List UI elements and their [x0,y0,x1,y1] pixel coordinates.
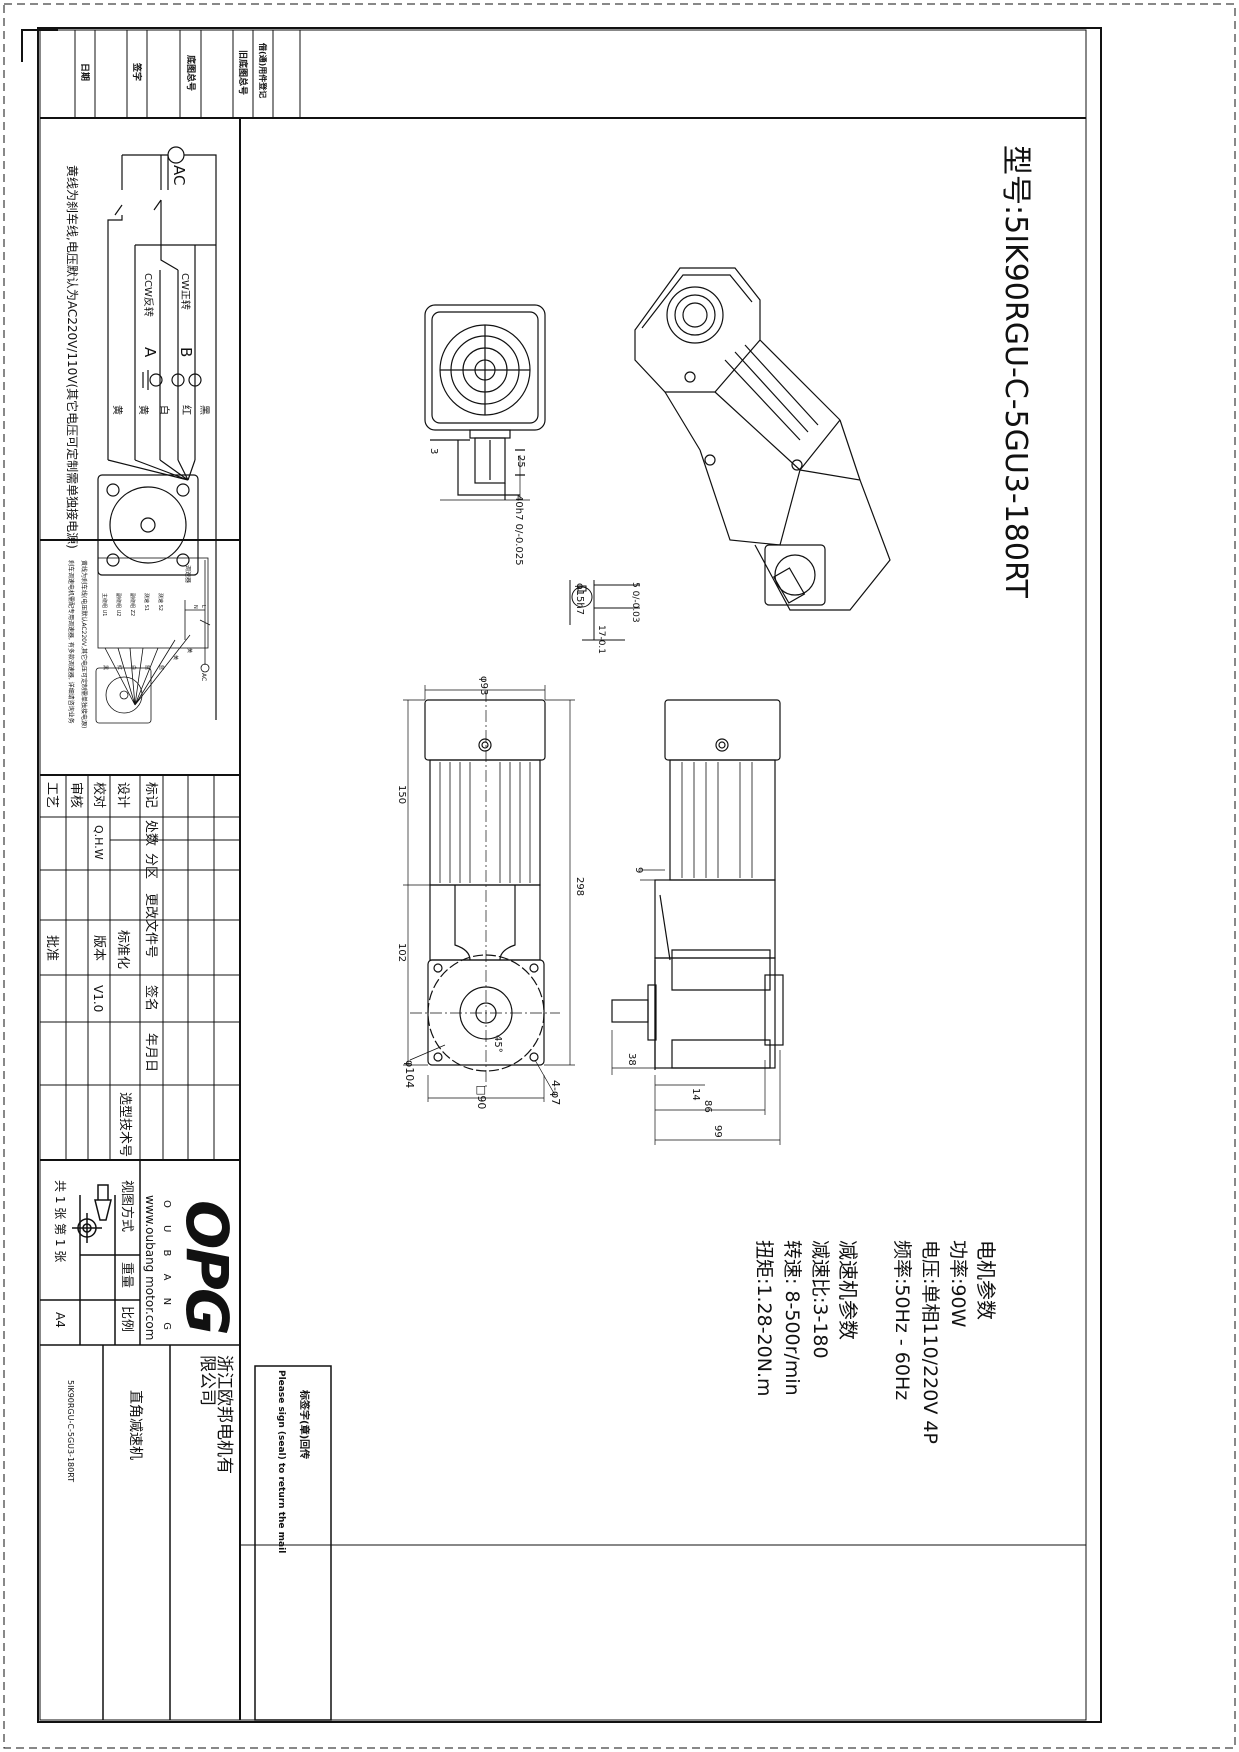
approve-label: 批准 [44,935,59,962]
margin-label-date: 日期 [79,63,89,82]
version-value: V1.0 [91,985,105,1013]
wire-color-yellow: 黄 [137,405,148,415]
role-review: 审核 [68,782,83,809]
product-name: 直角减速机 [127,1390,143,1460]
w2-color-0: 黑 [102,665,108,671]
brand-name: O U B A N G [161,1200,172,1338]
w2-color-1: 红 [116,665,122,671]
controller-label: 调速器 [184,565,191,584]
rev-header-doc-no: 更改文件号 [143,893,158,959]
model-title: 型号:5IK90RGU-C-5GU3-180RT [998,145,1033,598]
dim-total-length: 298 [574,877,585,897]
role-design: 设计 [115,782,130,809]
sheet-count: 共 1 张 第 1 张 [53,1180,67,1263]
dim-25: 25 [515,455,526,468]
wire-color-yellow-brake: 黄 [111,405,122,415]
rev-header-zone: 分区 [143,853,158,880]
return-box-cn: 标签字(章)回传 [298,1390,309,1460]
spec-ratio: 减速比:3-180 [809,1240,831,1359]
dim-9: 9 [633,867,644,874]
dim-14: 14 [690,1088,701,1101]
spec-torque: 扭矩:1.28-20N.m [753,1240,775,1397]
dim-38: 38 [626,1053,637,1066]
website[interactable]: www.oubang motor.com [143,1195,157,1341]
opg-logo: OPG [173,1200,241,1333]
margin-label-base-number: 底图总号 [185,55,195,92]
ccw-label: CCW反转 [142,273,153,317]
paper-size: A4 [53,1312,67,1328]
spec-speed: 转速: 8-500r/min [781,1240,803,1396]
wiring2-note2: 刹车调速电机需配专用调速器, 有多款调速器, 详细请咨询业务 [67,560,74,724]
cw-label: CW正转 [179,273,190,310]
terminal-u1: 主绕组 U1 [101,593,107,617]
dim-shaft-dia: φ15h7 [574,583,585,616]
wire-color-red: 红 [180,405,191,415]
rev-header-date: 年月日 [143,1033,158,1073]
dim-holes: 4-φ7 [549,1080,562,1106]
designer-initials: Q.H.W [92,825,105,860]
ac-label: AC [170,165,188,186]
w2-color-5: 黄 [172,655,178,661]
view-method-label: 视图方式 [119,1180,134,1233]
version-label: 版本 [91,935,106,962]
w2-l-label: L [200,605,206,608]
dim-key-height: 17-0.1 [596,625,606,655]
spec-frequency: 频率:50Hz - 60Hz [891,1240,913,1401]
company-name: 浙江欧邦电机有限公司 [197,1355,234,1474]
dim-99: 99 [712,1125,723,1138]
wire-color-black: 黑 [198,405,209,415]
spec-power: 功率:90W [947,1240,969,1328]
dim-gear-length: 102 [396,943,407,963]
w2-color-4: 蓝 [158,665,164,671]
gear-params-heading: 减速机参数 [836,1240,860,1340]
motor-params-heading: 电机参数 [974,1240,998,1320]
selection-no-label: 选型技术号 [117,1092,132,1158]
dim-fan-dia: φ93 [478,676,489,696]
terminal-s1: 测速 S1 [143,593,149,611]
rev-header-mark: 标记 [143,782,158,809]
weight-label: 重量 [119,1262,134,1289]
margin-label-borrowed-parts: 借(通)用件登记 [258,43,267,99]
margin-label-signature: 签字 [131,63,141,82]
dim-shaft-length: 40h7 0/-0.025 [513,495,524,566]
w2-ac-label: AC [200,673,207,682]
terminal-s2: 测速 S2 [157,593,163,611]
dim-angle: 45° [492,1035,503,1053]
terminal-b: B [177,347,195,358]
dim-flange-dia: φ104 [403,1060,416,1089]
rev-header-count: 处数 [143,820,158,847]
terminal-z2: 副绕组 Z2 [129,593,135,617]
rev-header-signature: 签名 [143,985,158,1012]
w2-n-label: N [192,605,198,609]
terminal-a: A [141,347,159,358]
w2-color-2: 白 [130,665,136,671]
wiring-note: 黄线为刹车线,电压默认为AC220V/110V(其它电压可定制需单独接电源) [65,165,79,549]
w2-color-6: 黄 [186,648,192,654]
dim-key-width: 5 0/-0.03 [630,582,640,623]
scale-label: 比例 [119,1306,134,1333]
role-process: 工艺 [44,782,59,809]
standardization-label: 标准化 [115,930,130,970]
spec-voltage: 电压:单相110/220V 4P [919,1240,941,1444]
dim-3: 3 [428,448,439,455]
title-model: 5IK90RGU-C-5GU3-180RT [66,1380,75,1483]
dim-86: 86 [702,1100,713,1113]
wire-color-white: 白 [158,405,169,415]
role-check: 校对 [91,782,106,809]
dim-flange-square: □90 [475,1085,488,1110]
w2-color-3: 蓝 [144,665,150,671]
return-box-en: Please sign (seal) to return the mail [276,1370,286,1554]
logo-text: OPG [173,1200,241,1334]
margin-label-old-base-number: 旧底图总号 [237,50,247,96]
dim-motor-length: 150 [396,785,407,805]
wiring2-note1: 黄线为刹车线(电压默认AC220V,其它电压可定制需单独接电源) [80,560,87,729]
terminal-u2: 副绕组 U2 [115,593,121,617]
